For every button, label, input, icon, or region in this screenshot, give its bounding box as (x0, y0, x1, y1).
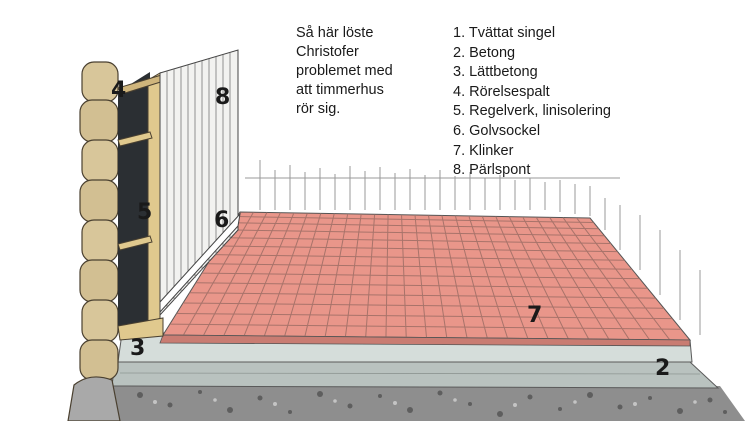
callout-2: 2 (655, 356, 671, 381)
legend-item: 3. Lättbetong (453, 64, 538, 81)
caption-line: Christofer (296, 44, 359, 60)
caption-line: rör sig. (296, 101, 341, 117)
legend-item: 8. Pärlspont (453, 162, 531, 179)
callout-5: 5 (137, 200, 153, 225)
callout-6: 6 (214, 208, 230, 233)
caption-line: att timmerhus (296, 82, 384, 98)
legend-item: 4. Rörelsespalt (453, 83, 550, 100)
legend-item: 5. Regelverk, linisolering (453, 103, 611, 120)
legend-item: 7. Klinker (453, 142, 514, 159)
skirting-board (159, 212, 241, 314)
callout-7: 7 (527, 303, 543, 328)
panel-wall (159, 49, 239, 317)
caption-line: problemet med (296, 63, 393, 79)
legend-list: 1. Tvättat singel 2. Betong 3. Lättbeton… (453, 24, 743, 181)
legend-item: 2. Betong (453, 44, 516, 61)
background-railing (245, 160, 701, 335)
legend-item: 6. Golvsockel (453, 122, 541, 139)
caption-text: Så här löste Christofer problemet med at… (296, 24, 436, 119)
tile-grout-lines (169, 212, 682, 340)
caption-line: Så här löste (296, 25, 374, 41)
callout-8: 8 (215, 85, 231, 110)
log-wall (67, 61, 121, 421)
gravel-layer (100, 383, 745, 421)
callout-4: 4 (111, 78, 127, 103)
legend-item: 1. Tvättat singel (453, 25, 556, 41)
callout-3: 3 (130, 336, 146, 361)
concrete-slab (111, 361, 720, 389)
